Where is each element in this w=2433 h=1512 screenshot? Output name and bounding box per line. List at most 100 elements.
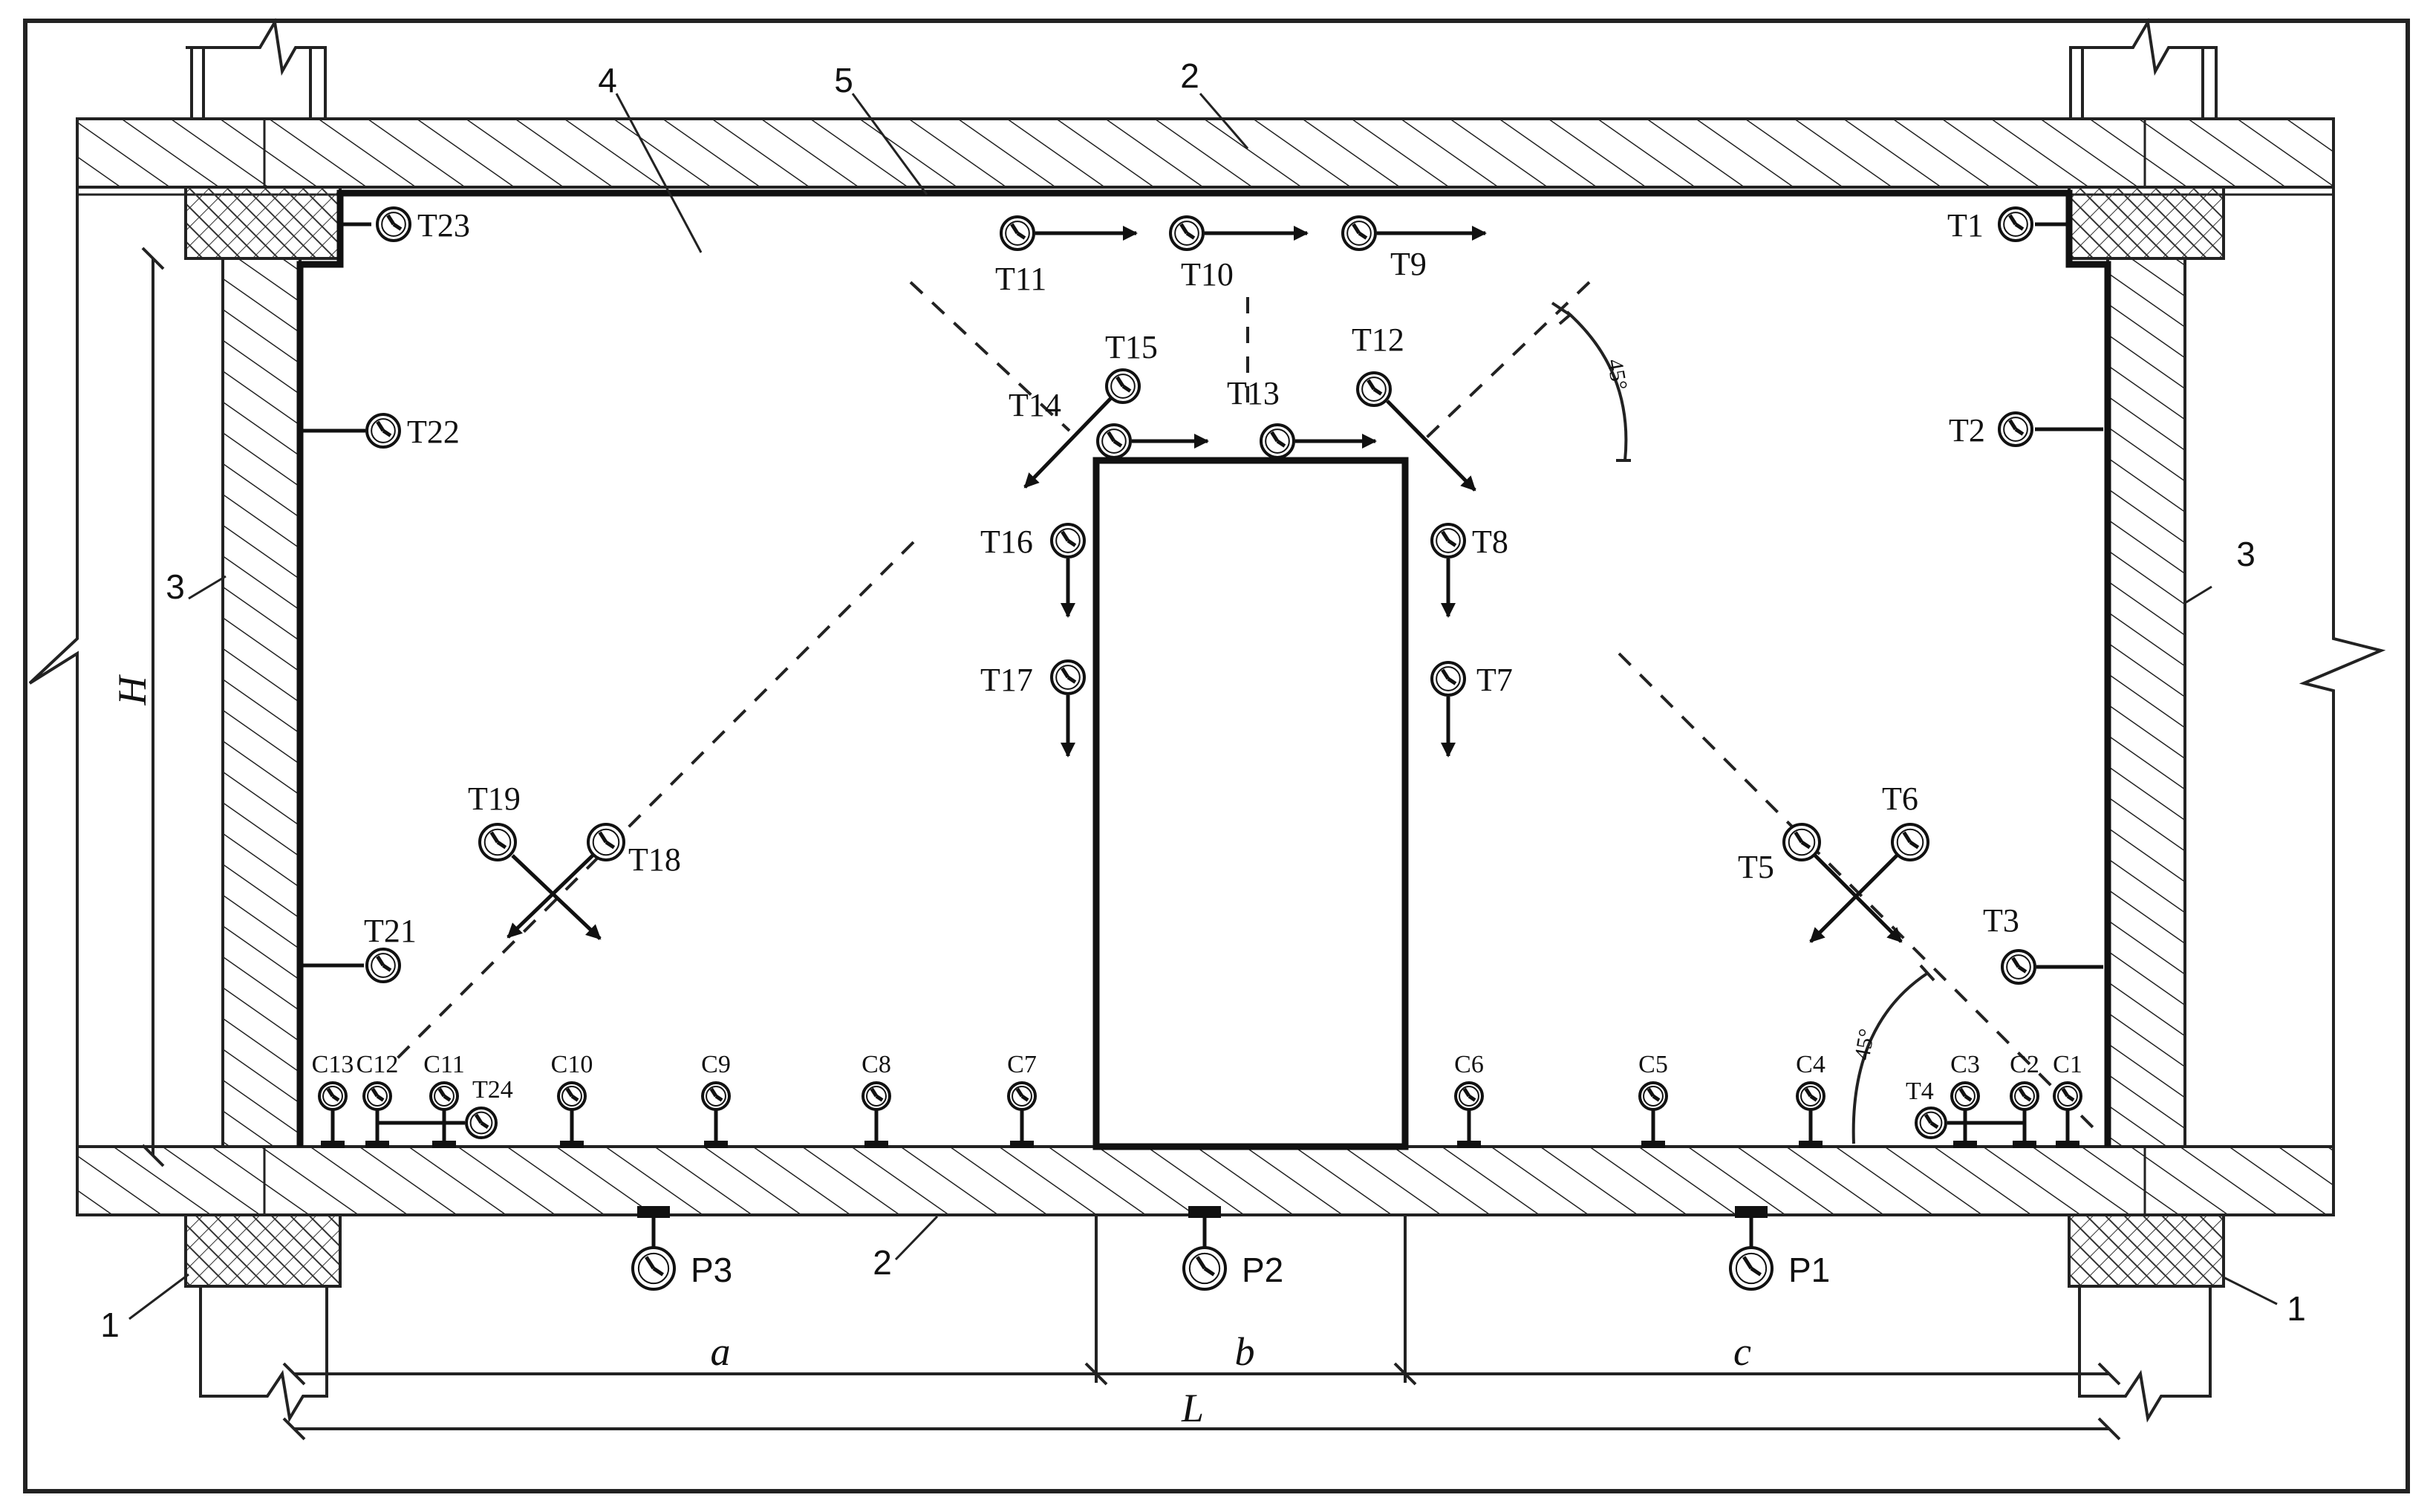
label-c8: C8	[862, 1051, 891, 1078]
dimension-lines	[282, 1215, 2121, 1441]
dimension-label-H: H	[110, 674, 154, 706]
angle-arc-top	[1551, 302, 1631, 462]
label-p3: P3	[691, 1251, 732, 1289]
gauge-c1	[2053, 1081, 2082, 1111]
gauge-t24	[465, 1107, 498, 1139]
interior-lining	[296, 189, 2111, 1147]
label-t15: T15	[1105, 329, 1158, 365]
corner-block-left	[184, 186, 342, 260]
label-t13: T13	[1227, 375, 1280, 411]
gauge-rod	[511, 854, 602, 940]
gauge-t5	[1782, 823, 1821, 861]
gauge-base	[365, 1141, 389, 1148]
top-slab	[76, 117, 2335, 189]
support-right	[2068, 1213, 2225, 1288]
angle-label-top: 45°	[1602, 357, 1632, 392]
gauges-layer	[300, 206, 2103, 1291]
bottom-right-column	[2078, 1286, 2212, 1423]
gauge-base	[637, 1206, 670, 1218]
gauge-t19	[478, 823, 517, 861]
gauge-t12	[1356, 371, 1392, 407]
label-t2: T2	[1949, 412, 1985, 449]
gauge-t3	[2001, 949, 2036, 985]
top-right-column	[2069, 18, 2218, 119]
gauge-c10	[557, 1081, 587, 1111]
support-left	[184, 1213, 342, 1288]
gauge-base	[1641, 1141, 1665, 1148]
gauge-base	[1953, 1141, 1977, 1148]
label-t12: T12	[1352, 322, 1404, 358]
angle-label-bottom: 45°	[1850, 1027, 1880, 1062]
gauge-t9	[1341, 215, 1377, 251]
gauge-t13	[1260, 423, 1295, 459]
label-t19: T19	[468, 781, 521, 817]
label-p2: P2	[1242, 1251, 1283, 1289]
label-t23: T23	[417, 207, 470, 244]
label-c7: C7	[1007, 1051, 1037, 1078]
label-t5: T5	[1738, 849, 1774, 885]
angle-arc-bottom	[1851, 964, 1935, 1144]
label-t18: T18	[628, 841, 681, 878]
gauge-rod	[1023, 397, 1113, 489]
gauge-base	[1010, 1141, 1034, 1148]
gauge-t17	[1050, 659, 1086, 695]
gauge-rod	[1814, 854, 1903, 943]
label-c1: C1	[2053, 1051, 2082, 1078]
part-label-1-right: 1	[2287, 1289, 2306, 1328]
corner-block-right	[2068, 186, 2225, 260]
part-leaders	[128, 93, 2278, 1320]
gauge-p3	[631, 1246, 676, 1291]
dimension-label-c: c	[1733, 1329, 1751, 1374]
label-t16: T16	[980, 524, 1033, 560]
gauge-c5	[1638, 1081, 1668, 1111]
dimension-label-b: b	[1235, 1329, 1255, 1374]
label-c3: C3	[1950, 1051, 1980, 1078]
gauge-base	[1799, 1141, 1823, 1148]
label-t3: T3	[1983, 902, 2019, 939]
gauge-c11	[429, 1081, 459, 1111]
gauge-t1	[1998, 206, 2033, 242]
label-p1: P1	[1788, 1251, 1830, 1289]
gauge-base	[2013, 1141, 2036, 1148]
label-t11: T11	[995, 261, 1046, 297]
gauge-c7	[1007, 1081, 1037, 1111]
gauge-t16	[1050, 523, 1086, 558]
right-break-line	[2299, 119, 2386, 1215]
gauge-t10	[1169, 215, 1205, 251]
gauge-rod	[1809, 854, 1898, 943]
part-label-2-top: 2	[1180, 56, 1199, 95]
gauge-base	[1735, 1206, 1768, 1218]
gauge-p2	[1182, 1246, 1227, 1291]
gauge-base	[432, 1141, 456, 1148]
gauge-base	[560, 1141, 584, 1148]
label-c4: C4	[1796, 1051, 1825, 1078]
label-t24: T24	[472, 1076, 513, 1104]
dimension-label-a: a	[711, 1329, 731, 1374]
top-left-column	[186, 18, 327, 119]
gauge-base	[1188, 1206, 1221, 1218]
gauge-c13	[318, 1081, 348, 1111]
gauge-t22	[365, 413, 401, 449]
gauge-p1	[1729, 1246, 1774, 1291]
gauge-c8	[862, 1081, 891, 1111]
side-wall-left	[221, 257, 302, 1148]
gauge-base	[864, 1141, 888, 1148]
part-label-3-left: 3	[166, 567, 185, 606]
part-label-4: 4	[598, 61, 617, 100]
gauge-base	[321, 1141, 345, 1148]
gauge-c3	[1950, 1081, 1980, 1111]
part-label-1-left: 1	[100, 1306, 120, 1344]
label-c10: C10	[551, 1051, 593, 1078]
label-c5: C5	[1638, 1051, 1668, 1078]
bottom-slab	[76, 1145, 2335, 1216]
gauge-rod	[507, 854, 594, 939]
gauge-rod	[1386, 400, 1476, 492]
gauge-base	[2056, 1141, 2079, 1148]
bottom-left-column	[199, 1286, 328, 1423]
gauge-t18	[587, 823, 625, 861]
label-t14: T14	[1009, 387, 1061, 423]
label-c13: C13	[312, 1051, 354, 1078]
gauge-t6	[1891, 823, 1929, 861]
